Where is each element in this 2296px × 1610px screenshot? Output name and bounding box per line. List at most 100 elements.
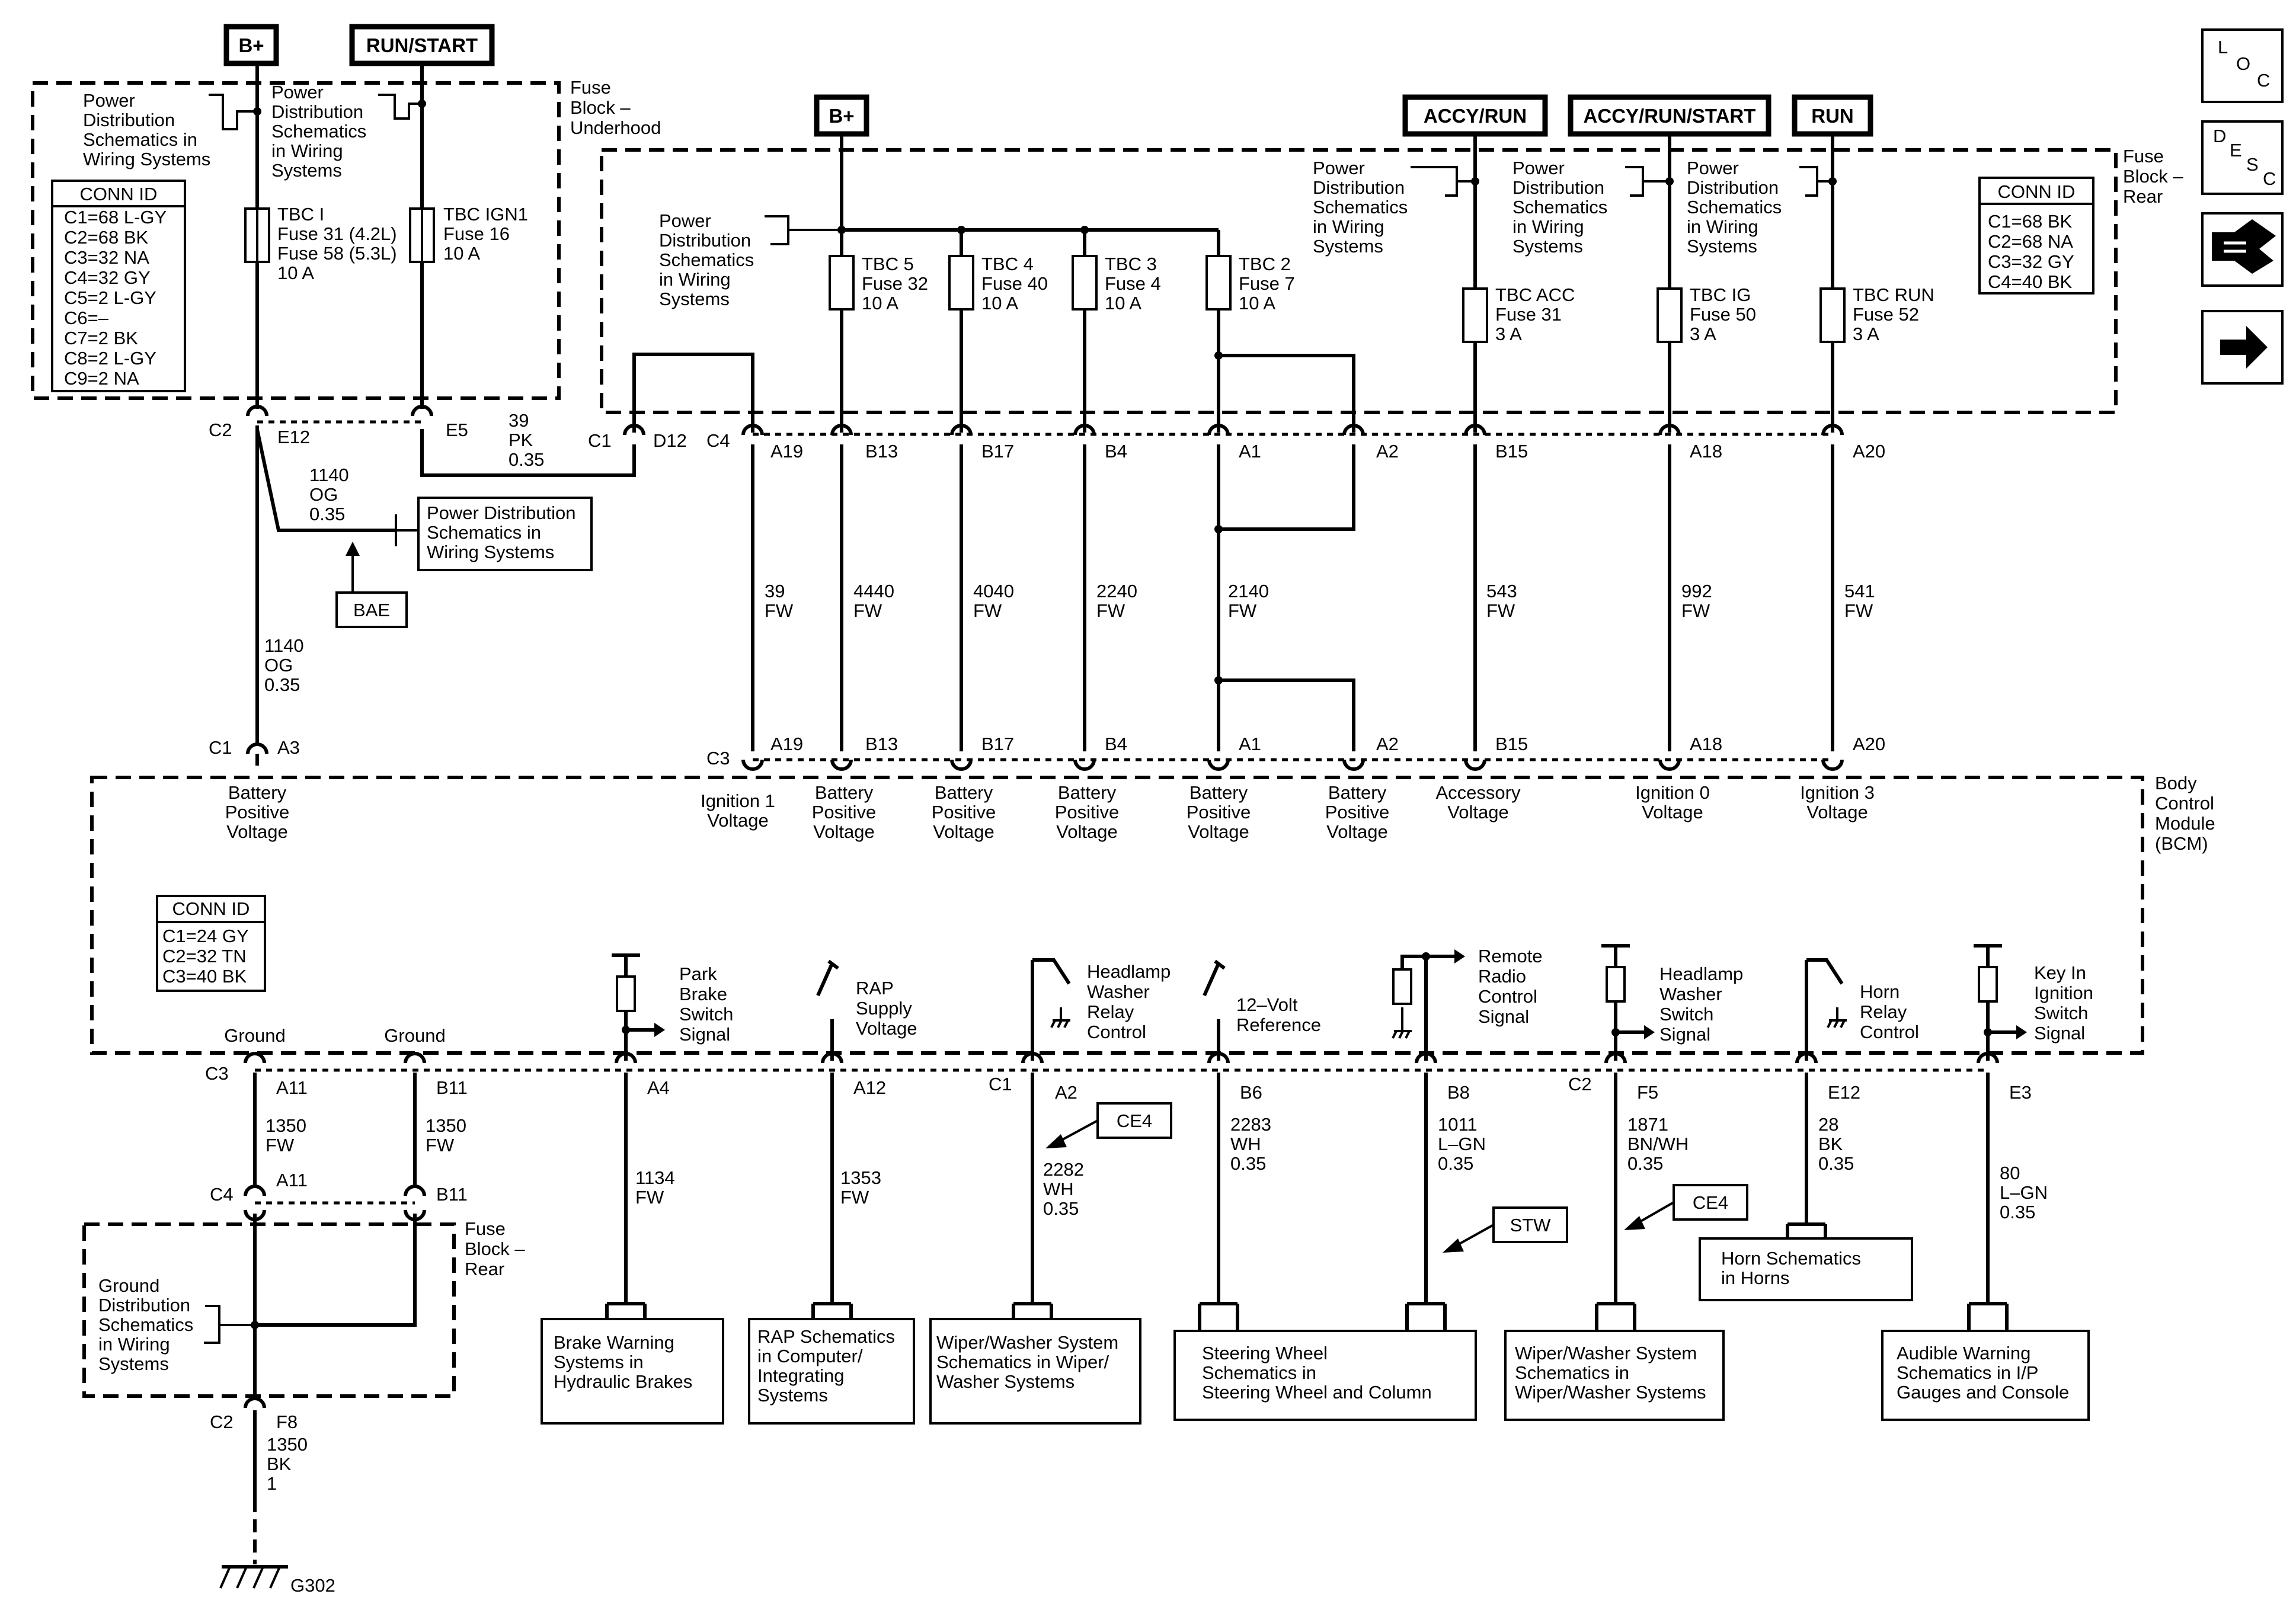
fuse-block-rear-outline bbox=[600, 148, 2118, 414]
svg-text:Brake Warning: Brake Warning bbox=[554, 1332, 674, 1353]
upper-connector-row bbox=[246, 405, 1844, 436]
connector-view-icon[interactable] bbox=[2201, 212, 2284, 287]
desc-icon[interactable]: D E S C bbox=[2201, 120, 2284, 195]
svg-text:C5=2 L-GY: C5=2 L-GY bbox=[64, 287, 156, 308]
svg-text:Power: Power bbox=[1313, 158, 1365, 178]
svg-text:Signal: Signal bbox=[679, 1024, 730, 1045]
svg-text:C8=2 L-GY: C8=2 L-GY bbox=[64, 348, 156, 369]
svg-text:A2: A2 bbox=[1376, 734, 1399, 754]
svg-text:Power Distribution: Power Distribution bbox=[427, 502, 576, 523]
svg-text:4040: 4040 bbox=[973, 581, 1014, 601]
svg-text:C3=32 GY: C3=32 GY bbox=[1988, 251, 2074, 272]
bcm-wire-labels: 39 FW 4440 FW 4040 FW 2240 FW 2140 FW 54… bbox=[765, 581, 1875, 621]
svg-text:A4: A4 bbox=[647, 1077, 670, 1098]
svg-text:2240: 2240 bbox=[1096, 581, 1137, 601]
svg-text:Signal: Signal bbox=[2034, 1023, 2085, 1044]
svg-text:Control: Control bbox=[1478, 986, 1537, 1007]
ce4-callout-b[interactable]: CE4 bbox=[1624, 1184, 1748, 1230]
svg-text:Battery: Battery bbox=[228, 782, 287, 803]
svg-text:Schematics: Schematics bbox=[659, 249, 754, 270]
next-arrow-icon[interactable] bbox=[2201, 310, 2284, 385]
bae-callout[interactable]: BAE bbox=[335, 542, 408, 628]
svg-text:Module: Module bbox=[2155, 813, 2215, 834]
svg-text:in Wiring: in Wiring bbox=[659, 269, 731, 290]
svg-text:Key In: Key In bbox=[2034, 962, 2086, 983]
svg-text:L–GN: L–GN bbox=[2000, 1182, 2048, 1203]
bcm-a3-label: A3 bbox=[277, 737, 300, 758]
pds-reference-box[interactable]: Power Distribution Schematics in Wiring … bbox=[395, 497, 593, 571]
wiper-washer-reference-1[interactable]: Wiper/Washer System Schematics in Wiper/… bbox=[929, 1302, 1141, 1425]
ce4-callout-a[interactable]: CE4 bbox=[1045, 1102, 1172, 1148]
svg-text:Battery: Battery bbox=[1058, 782, 1117, 803]
svg-text:Fuse: Fuse bbox=[570, 77, 611, 98]
svg-text:B13: B13 bbox=[865, 734, 898, 754]
pds-note-rear-left: Power Distribution Schematics in Wiring … bbox=[659, 210, 842, 309]
key-in-label: Key In Ignition Switch Signal bbox=[2034, 962, 2093, 1044]
svg-text:FW: FW bbox=[765, 600, 794, 621]
svg-text:FW: FW bbox=[266, 1135, 295, 1156]
svg-text:L–GN: L–GN bbox=[1438, 1134, 1486, 1154]
svg-text:Remote: Remote bbox=[1478, 946, 1543, 966]
loc-icon[interactable]: L O C bbox=[2201, 28, 2284, 103]
wire-tbc4 bbox=[948, 226, 974, 433]
pds-note-rear-acc: Power Distribution Schematics in Wiring … bbox=[1313, 158, 1475, 257]
svg-text:in Wiring: in Wiring bbox=[271, 140, 343, 161]
bcm-pin-labels: A19 B13 B17 B4 A1 A2 B15 A18 A20 bbox=[770, 734, 1885, 754]
svg-text:Positive: Positive bbox=[225, 802, 290, 822]
svg-text:Horn: Horn bbox=[1860, 981, 1900, 1002]
svg-text:F5: F5 bbox=[1637, 1082, 1658, 1103]
pin-b15-label: B15 bbox=[1495, 441, 1528, 462]
svg-text:Control: Control bbox=[1087, 1022, 1146, 1042]
svg-text:in Wiring: in Wiring bbox=[1313, 216, 1384, 237]
audible-warning-reference[interactable]: Audible Warning Schematics in I/P Gauges… bbox=[1881, 1302, 2090, 1421]
stw-callout[interactable]: STW bbox=[1443, 1206, 1568, 1253]
svg-text:C9=2 NA: C9=2 NA bbox=[64, 368, 139, 389]
svg-text:Power: Power bbox=[1687, 158, 1739, 178]
svg-text:B4: B4 bbox=[1105, 734, 1127, 754]
svg-text:Gauges and Console: Gauges and Console bbox=[1897, 1382, 2069, 1403]
svg-text:Voltage: Voltage bbox=[707, 810, 768, 831]
pds-note-underhood-2: Power Distribution Schematics in Wiring … bbox=[271, 82, 422, 181]
fuse-tbc-run-label: TBC RUN Fuse 52 3 A bbox=[1853, 284, 1934, 344]
svg-text:Schematics in: Schematics in bbox=[427, 522, 541, 543]
svg-text:C7=2 BK: C7=2 BK bbox=[64, 328, 138, 348]
remote-radio-circuit bbox=[1392, 949, 1465, 1061]
horn-reference[interactable]: Horn Schematics in Horns bbox=[1699, 1222, 1913, 1301]
svg-text:in Wiring: in Wiring bbox=[1512, 216, 1584, 237]
pin-a19-label: A19 bbox=[770, 441, 803, 462]
svg-text:1140: 1140 bbox=[309, 465, 349, 485]
steering-wheel-reference[interactable]: Steering Wheel Schematics in Steering Wh… bbox=[1173, 1302, 1477, 1421]
rap-reference[interactable]: RAP Schematics in Computer/ Integrating … bbox=[748, 1302, 915, 1425]
svg-text:in Horns: in Horns bbox=[1721, 1267, 1789, 1288]
svg-text:Fuse 58 (5.3L): Fuse 58 (5.3L) bbox=[277, 243, 397, 264]
wire-1350-bk-label: 1350 BK 1 bbox=[267, 1434, 308, 1494]
svg-text:FW: FW bbox=[426, 1135, 455, 1156]
svg-text:992: 992 bbox=[1681, 581, 1712, 601]
svg-text:Systems: Systems bbox=[659, 289, 730, 309]
svg-text:CE4: CE4 bbox=[1693, 1192, 1728, 1213]
pin-a20-label: A20 bbox=[1853, 441, 1885, 462]
svg-text:Underhood: Underhood bbox=[570, 117, 661, 138]
svg-text:Voltage: Voltage bbox=[1806, 802, 1868, 822]
svg-text:Schematics in Wiper/: Schematics in Wiper/ bbox=[936, 1352, 1109, 1372]
svg-text:0.35: 0.35 bbox=[2000, 1202, 2035, 1222]
wiper-washer-reference-2[interactable]: Wiper/Washer System Schematics in Wiper/… bbox=[1504, 1302, 1725, 1421]
svg-text:Voltage: Voltage bbox=[1188, 821, 1249, 842]
svg-text:Distribution: Distribution bbox=[1687, 177, 1779, 198]
pin-e12-label: E12 bbox=[277, 427, 310, 447]
svg-text:TBC I: TBC I bbox=[277, 204, 324, 225]
svg-text:1011: 1011 bbox=[1438, 1114, 1478, 1135]
svg-text:C6=–: C6=– bbox=[64, 308, 109, 328]
svg-text:Switch: Switch bbox=[679, 1004, 733, 1025]
svg-text:Headlamp: Headlamp bbox=[1659, 964, 1743, 984]
svg-text:C2=68 BK: C2=68 BK bbox=[64, 227, 149, 248]
svg-text:Body: Body bbox=[2155, 773, 2197, 793]
brake-warning-reference[interactable]: Brake Warning Systems in Hydraulic Brake… bbox=[541, 1302, 724, 1425]
svg-text:FW: FW bbox=[840, 1187, 869, 1208]
svg-text:TBC IG: TBC IG bbox=[1690, 284, 1751, 305]
svg-text:Horn Schematics: Horn Schematics bbox=[1721, 1248, 1861, 1269]
svg-text:541: 541 bbox=[1844, 581, 1875, 601]
svg-text:Ignition 1: Ignition 1 bbox=[701, 790, 775, 811]
svg-text:Switch: Switch bbox=[2034, 1003, 2088, 1023]
source-label: ACCY/RUN/START bbox=[1584, 105, 1756, 127]
